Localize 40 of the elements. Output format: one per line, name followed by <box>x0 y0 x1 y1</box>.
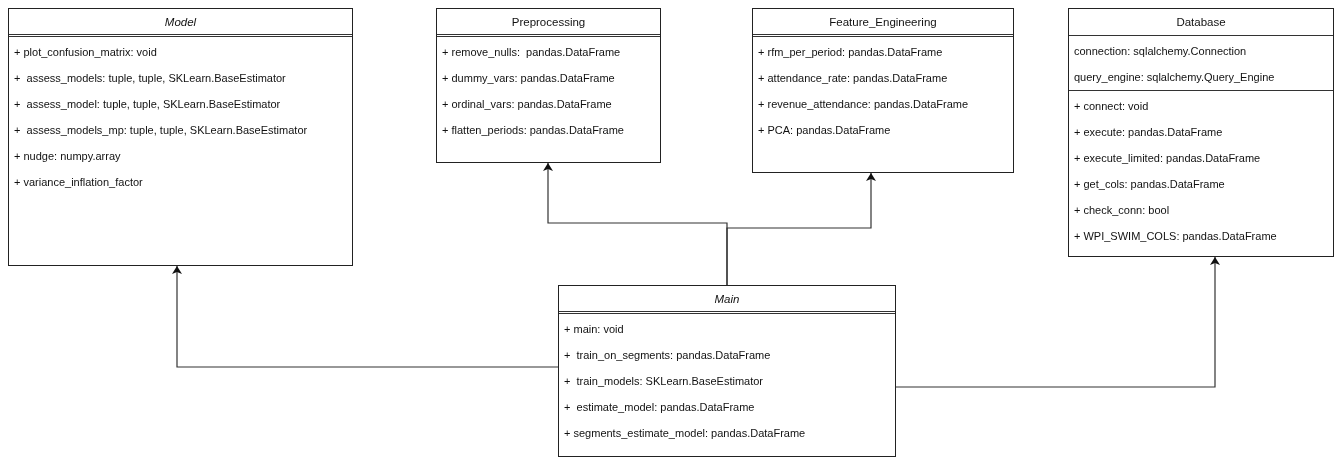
class-member: + attendance_rate: pandas.DataFrame <box>757 71 949 86</box>
class-member: + segments_estimate_model: pandas.DataFrame <box>563 426 807 441</box>
class-member: connection: sqlalchemy.Connection <box>1073 44 1248 59</box>
class-box <box>752 8 1014 173</box>
class-name: Model <box>9 9 352 37</box>
class-name: Preprocessing <box>437 9 660 37</box>
class-member: + flatten_periods: pandas.DataFrame <box>441 123 625 138</box>
class-box <box>8 8 353 266</box>
class-member: + main: void <box>563 322 625 337</box>
class-name: Main <box>559 286 895 314</box>
class-member: + assess_models_mp: tuple, tuple, SKLearn.BaseEstimator <box>13 123 309 138</box>
class-member: + train_models: SKLearn.BaseEstimator <box>563 374 764 389</box>
class-member: + nudge: numpy.array <box>13 149 122 164</box>
class-member: + execute: pandas.DataFrame <box>1073 125 1224 140</box>
class-member: + remove_nulls: pandas.DataFrame <box>441 45 622 60</box>
class-member: + get_cols: pandas.DataFrame <box>1073 177 1226 192</box>
class-name: Feature_Engineering <box>753 9 1013 37</box>
class-member: + train_on_segments: pandas.DataFrame <box>563 348 772 363</box>
class-name: Database <box>1069 9 1333 36</box>
class-member: + connect: void <box>1073 99 1150 114</box>
arrow <box>172 265 559 368</box>
class-member: + ordinal_vars: pandas.DataFrame <box>441 97 613 112</box>
class-box <box>436 8 661 163</box>
class-member: + variance_inflation_factor <box>13 175 144 190</box>
class-member: + assess_models: tuple, tuple, SKLearn.BaseEstimator <box>13 71 287 86</box>
class-member: + assess_model: tuple, tuple, SKLearn.BaseEstimator <box>13 97 282 112</box>
class-member: + dummy_vars: pandas.DataFrame <box>441 71 616 86</box>
class-member: + revenue_attendance: pandas.DataFrame <box>757 97 970 112</box>
class-member: + execute_limited: pandas.DataFrame <box>1073 151 1262 166</box>
arrow <box>895 256 1220 388</box>
arrow <box>726 172 876 286</box>
class-box <box>558 285 896 457</box>
class-member: + estimate_model: pandas.DataFrame <box>563 400 756 415</box>
class-member: + WPI_SWIM_COLS: pandas.DataFrame <box>1073 229 1278 244</box>
class-member: query_engine: sqlalchemy.Query_Engine <box>1073 70 1276 85</box>
class-member: + check_conn: bool <box>1073 203 1171 218</box>
class-box <box>1068 8 1334 257</box>
class-member: + PCA: pandas.DataFrame <box>757 123 892 138</box>
class-member: + rfm_per_period: pandas.DataFrame <box>757 45 944 60</box>
class-member: + plot_confusion_matrix: void <box>13 45 158 60</box>
